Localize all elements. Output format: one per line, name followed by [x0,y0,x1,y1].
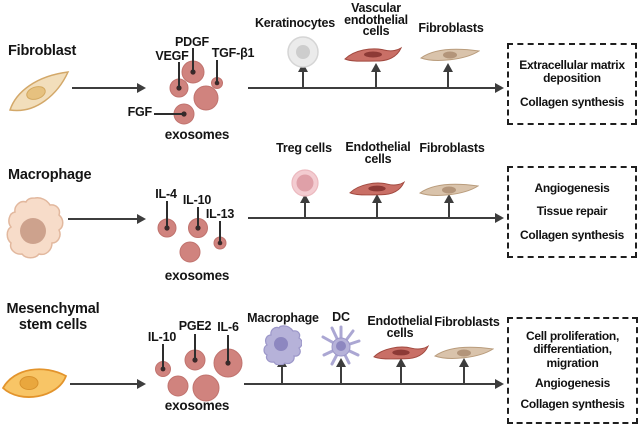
factor-label-il4: IL-4 [155,187,177,201]
fgf-connector-line [154,113,184,115]
fibroblast-target-cell-graphic [419,183,479,196]
macrophage-target-cell-graphic [263,325,302,365]
up-arrow-line [448,202,450,218]
outcome-item: Angiogenesis [534,376,611,391]
effect-axis-arrowhead [495,83,504,93]
effect-axis-arrowhead [495,379,504,389]
factor-label-fgf: FGF [127,105,153,119]
target-label-macrophage: Macrophage [247,311,319,325]
endothelial-cell-graphic [349,181,405,196]
outcome-item: Angiogenesis [534,180,610,195]
outcomes-box-fibroblast: Extracellular matrix deposition Collagen… [507,43,637,125]
fibroblast-target-cell-graphic [434,346,494,359]
up-arrowhead [336,358,346,367]
macrophage-secretion-arrow-line [68,218,138,220]
up-arrow-line [463,366,465,384]
vegf-connector-line [178,62,180,88]
factor-label-il10: IL-10 [147,330,177,344]
up-arrowhead [300,194,310,203]
il10-connector-line [197,207,199,228]
msc-secretion-arrow-line [70,383,138,385]
up-arrow-line [340,366,342,384]
up-arrow-line [375,71,377,88]
source-label-macrophage: Macrophage [8,167,92,183]
up-arrow-line [302,71,304,88]
up-arrowhead [443,63,453,72]
factor-label-pge2: PGE2 [178,319,212,333]
fibroblast-secretion-arrowhead [137,83,146,93]
target-label-dc: DC [332,310,350,324]
factor-label-tgfb1: TGF-β1 [211,46,255,60]
up-arrowhead [459,358,469,367]
up-arrow-line [447,71,449,88]
fibroblast-secretion-arrow-line [72,87,138,89]
up-arrowhead [444,194,454,203]
up-arrow-line [376,202,378,218]
target-label-fibroblasts: Fibroblasts [418,21,484,35]
il13-connector-line [219,221,221,243]
mesenchymal-stem-cell-graphic [2,368,68,398]
msc-secretion-arrowhead [137,379,146,389]
macrophage-cell-graphic [6,197,64,259]
exosome-cluster-graphic [169,60,223,125]
up-arrowhead [371,63,381,72]
up-arrow-line [304,202,306,218]
factor-label-il6: IL-6 [217,320,239,334]
outcomes-box-msc: Cell proliferation, differentiation, mig… [507,317,638,424]
target-label-treg-cells: Treg cells [276,141,332,155]
target-label-endothelial-cells: Endothelial cells [367,314,433,340]
up-arrow-line [281,366,283,384]
exosomes-caption: exosomes [164,398,230,413]
source-label-mesenchymal-stem-cells: Mesenchymal stem cells [6,301,100,334]
vascular-endothelial-cell-graphic [344,46,402,62]
target-label-fibroblasts: Fibroblasts [419,141,485,155]
outcome-item: Collagen synthesis [520,396,625,411]
keratinocyte-cell-graphic [287,36,319,68]
outcome-item: Extracellular matrix deposition [519,57,625,86]
source-label-fibroblast: Fibroblast [8,43,77,59]
exosomes-caption: exosomes [164,127,230,142]
factor-label-il10: IL-10 [182,193,212,207]
outcome-item: Cell proliferation, differentiation, mig… [526,328,619,370]
treg-cell-graphic [291,169,319,197]
effect-axis-line [248,217,496,219]
pdgf-connector-line [192,48,194,72]
outcome-item: Collagen synthesis [520,227,624,242]
target-label-endothelial-cells: Endothelial cells [345,140,411,166]
fibroblast-cell-graphic [9,71,70,112]
up-arrow-line [400,366,402,384]
il10-connector-line [162,344,164,369]
tgfb1-connector-line [216,60,218,83]
factor-label-vegf: VEGF [155,49,189,63]
pge2-connector-line [194,334,196,360]
macrophage-secretion-arrowhead [137,214,146,224]
fibroblast-target-cell-graphic [420,48,480,61]
effect-axis-arrowhead [495,213,504,223]
target-label-keratinocytes: Keratinocytes [254,16,336,30]
up-arrowhead [372,194,382,203]
effect-axis-line [248,87,496,89]
target-label-vascular-endothelial-cells: Vascular endothelial cells [344,1,408,38]
up-arrowhead [396,358,406,367]
il6-connector-line [227,335,229,363]
exosomes-caption: exosomes [164,268,230,283]
factor-label-pdgf: PDGF [175,35,209,49]
outcome-item: Tissue repair [536,204,608,219]
effect-axis-line [244,383,496,385]
il4-connector-line [166,201,168,228]
endothelial-cell-graphic [373,345,429,360]
dendritic-cell-graphic [321,325,361,366]
outcome-item: Collagen synthesis [520,94,624,109]
target-label-fibroblasts: Fibroblasts [434,315,500,329]
factor-label-il13: IL-13 [205,207,235,221]
outcomes-box-macrophage: Angiogenesis Tissue repair Collagen synt… [507,166,637,258]
